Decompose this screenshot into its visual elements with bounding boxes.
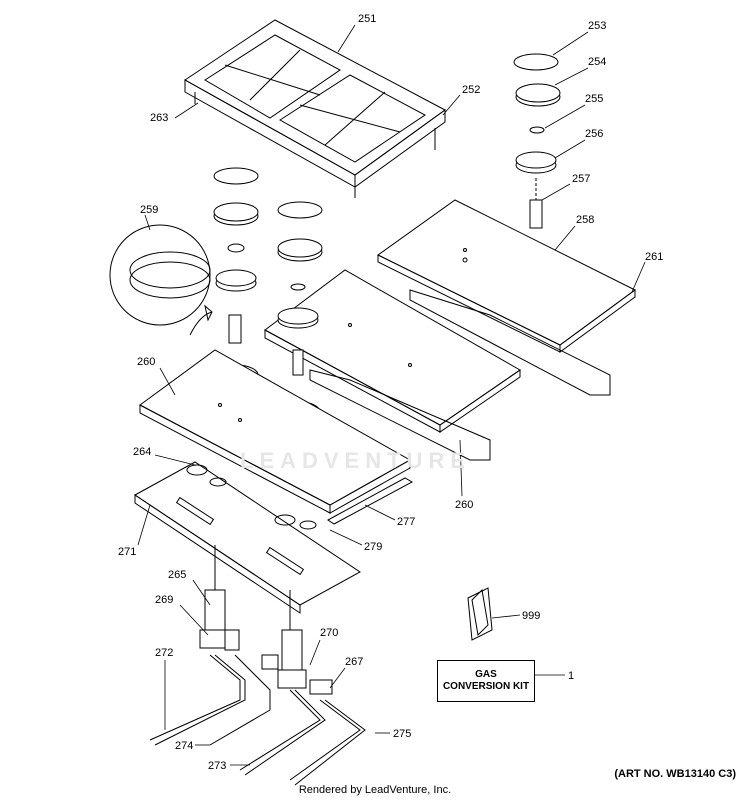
callout-257: 257	[572, 173, 590, 185]
callout-256: 256	[585, 128, 603, 140]
callout-255: 255	[585, 93, 603, 105]
callout-251: 251	[358, 13, 376, 25]
panel-260-center	[264, 269, 521, 461]
callout-260-center: 260	[455, 499, 473, 511]
callout-259: 259	[140, 204, 158, 216]
callout-263: 263	[150, 112, 168, 124]
strip-277	[327, 477, 414, 525]
callout-999: 999	[522, 610, 540, 622]
panel-261	[377, 199, 636, 396]
callout-275: 275	[393, 728, 411, 740]
callout-253: 253	[588, 20, 606, 32]
callout-271: 271	[118, 546, 136, 558]
kit-line-2: CONVERSION KIT	[442, 681, 530, 692]
callout-267: 267	[345, 656, 363, 668]
panel-260-left	[139, 349, 412, 514]
booklet-999	[467, 587, 493, 641]
callout-274: 274	[175, 740, 193, 752]
kit-line-1: GAS	[475, 669, 497, 680]
callout-269: 269	[155, 594, 173, 606]
callout-277: 277	[397, 516, 415, 528]
callout-264: 264	[133, 446, 151, 458]
gas-conversion-kit-box: GAS CONVERSION KIT	[437, 660, 535, 702]
bracket-271	[134, 461, 361, 614]
valve-assemblies	[149, 545, 366, 786]
leader-lines	[137, 24, 646, 766]
callout-260-left: 260	[137, 356, 155, 368]
detail-inset-259	[109, 224, 213, 336]
callout-279: 279	[364, 541, 382, 553]
callout-1: 1	[568, 670, 574, 682]
callout-261: 261	[645, 251, 663, 263]
callout-258: 258	[576, 214, 594, 226]
grate	[184, 19, 446, 198]
watermark: LEADVENTURE	[240, 448, 472, 473]
callout-labels: 251 252 253 254 255 256 257 258 259 260 …	[118, 13, 663, 772]
callout-254: 254	[588, 56, 606, 68]
callout-272: 272	[155, 647, 173, 659]
render-credit: Rendered by LeadVenture, Inc.	[298, 784, 452, 796]
callout-273: 273	[208, 760, 226, 772]
art-number: (ART NO. WB13140 C3)	[614, 768, 736, 780]
callout-270: 270	[320, 627, 338, 639]
callout-265: 265	[168, 569, 186, 581]
callout-252: 252	[462, 84, 480, 96]
